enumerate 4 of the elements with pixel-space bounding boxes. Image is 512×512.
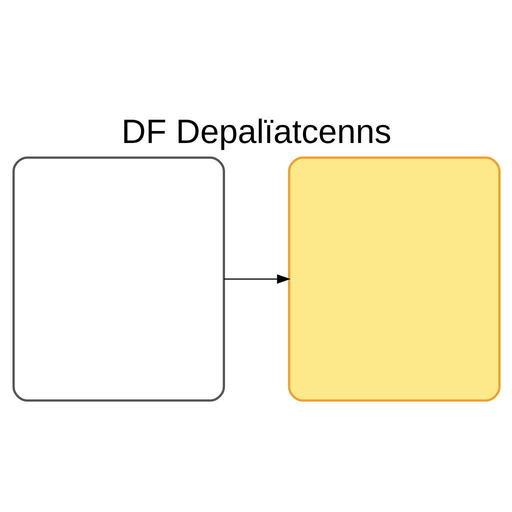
node-box [12, 156, 225, 402]
diagram-title: DF Depalïatcenns [121, 112, 391, 151]
arrow [223, 274, 290, 284]
node-box [287, 156, 500, 402]
